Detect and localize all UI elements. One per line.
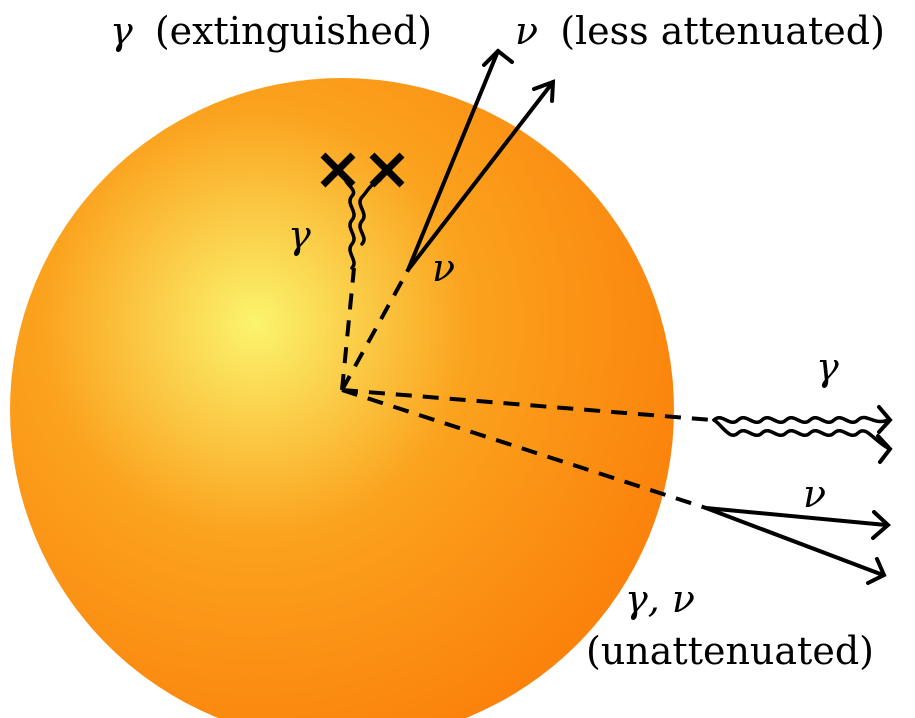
arrowhead — [484, 51, 512, 65]
unattenuated-photons — [714, 407, 890, 462]
gamma-symbol: γ — [110, 9, 133, 53]
unattenuated-neutrinos — [706, 508, 888, 583]
label-inner-gamma: γ — [288, 213, 311, 257]
extinguished-text: (extinguished) — [155, 9, 432, 53]
less-attenuated-text: (less attenuated) — [560, 9, 885, 53]
wavy-photon-line — [714, 417, 888, 422]
label-gamma-nu: γ, ν — [625, 577, 695, 621]
arrowhead — [878, 436, 890, 462]
wavy-photon-line — [714, 420, 888, 448]
label-inner-nu: ν — [432, 246, 455, 290]
label-gamma-extinguished: γ (extinguished) — [110, 9, 432, 53]
label-nu-less-attenuated: ν (less attenuated) — [515, 9, 885, 53]
nu-symbol: ν — [515, 9, 538, 53]
label-unattenuated: (unattenuated) — [586, 629, 874, 673]
label-right-nu: ν — [803, 472, 826, 516]
label-right-gamma: γ — [816, 345, 839, 389]
